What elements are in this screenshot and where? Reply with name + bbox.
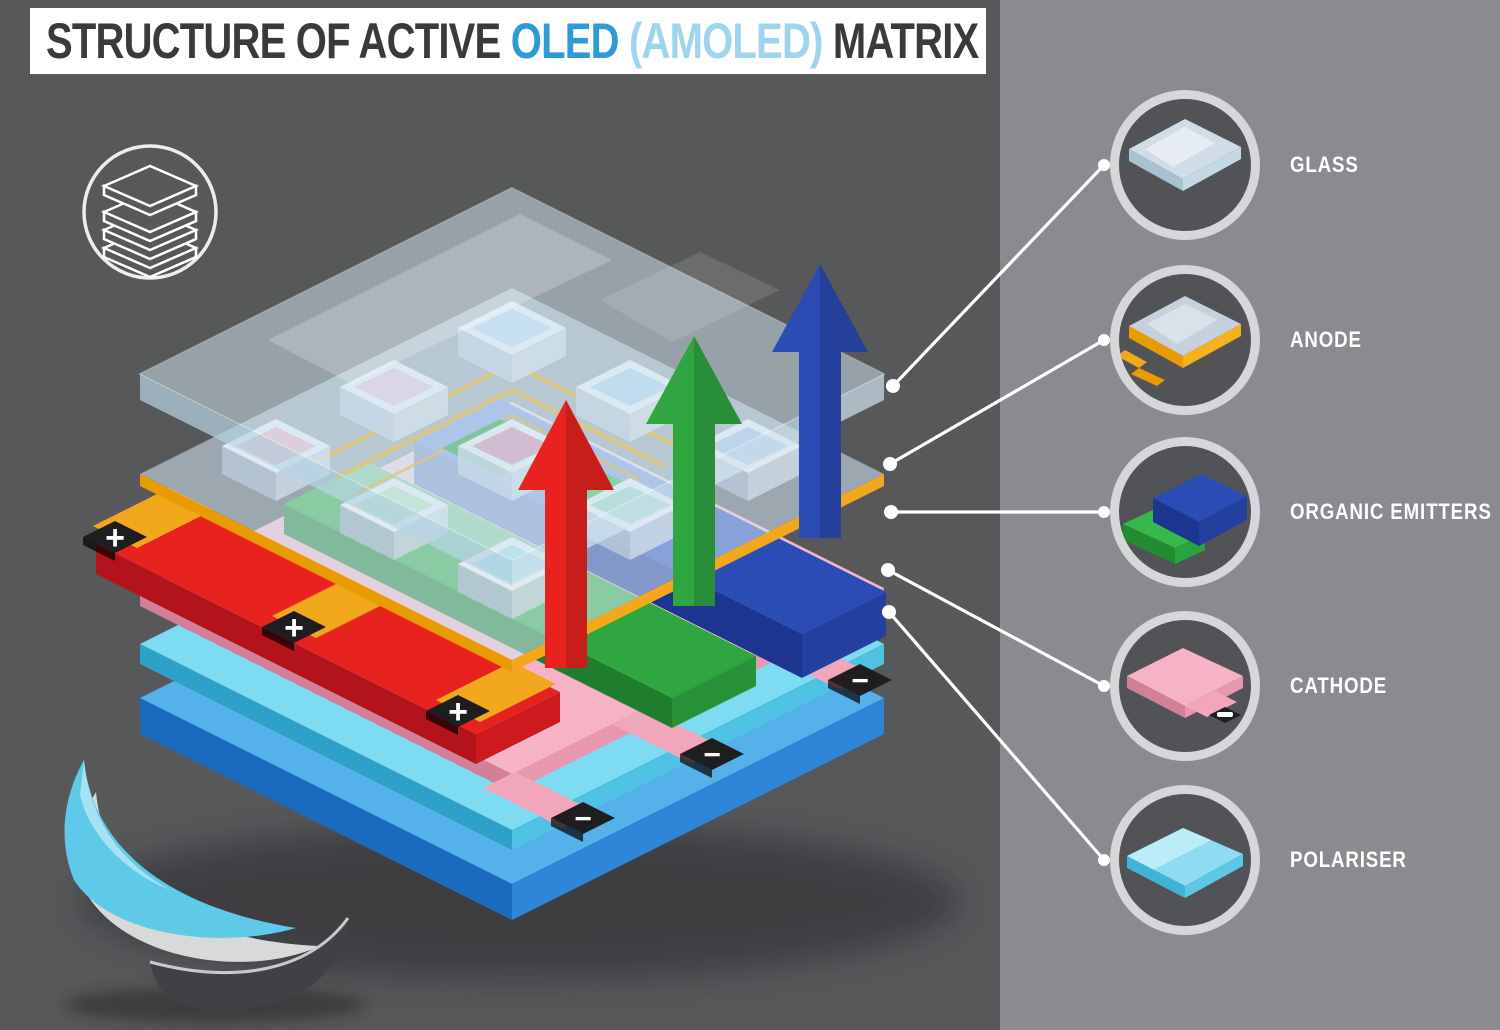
plus-terminal: + <box>426 693 490 735</box>
legend-item-anode: ANODE <box>1110 265 1374 415</box>
minus-terminal: − <box>828 664 892 704</box>
red-emitter-front <box>96 544 476 764</box>
connector-cathode <box>886 568 1106 688</box>
polariser-left-face <box>140 644 512 850</box>
polariser-illustration <box>1127 828 1243 898</box>
blue-light-arrow <box>772 264 868 538</box>
legend-circle-organic-emitters <box>1110 437 1267 587</box>
plus-sign: + <box>105 519 125 557</box>
legend-item-glass: GLASS <box>1110 90 1371 240</box>
legend-item-organic-emitters: ORGANIC EMITTERS <box>1110 437 1500 587</box>
legend-item-cathode: CATHODE <box>1110 611 1404 761</box>
minus-terminal: − <box>680 738 744 778</box>
glass-left-face <box>140 374 512 586</box>
polariser-swoosh-graphic <box>64 760 365 1023</box>
layers-icon <box>82 144 218 280</box>
red-light-arrow <box>518 400 614 668</box>
plus-terminal: + <box>83 519 147 561</box>
connector-polariser <box>887 610 1106 862</box>
plus-terminal: + <box>262 609 326 651</box>
connector-lines <box>886 163 1106 862</box>
swoosh-cyan <box>64 760 296 938</box>
legend-circle-anode <box>1110 265 1267 415</box>
minus-sign: − <box>703 739 721 772</box>
anode-illustration <box>1119 296 1241 386</box>
blue-light-arrow-shade <box>820 264 868 538</box>
green-emitter-end <box>672 656 756 728</box>
plus-sign: + <box>284 609 304 647</box>
minus-sign: − <box>851 665 869 698</box>
substrate-left-face <box>140 698 512 920</box>
organic-emitters-illustration <box>1123 474 1247 564</box>
glass-sheen <box>600 252 780 342</box>
glass-sheen <box>268 214 612 384</box>
anode-left-face <box>140 474 512 672</box>
red-light-arrow-shade <box>566 400 614 668</box>
title-part-oled: OLED <box>510 13 620 69</box>
legend-label-cathode: CATHODE <box>1290 673 1388 698</box>
legend-circle-cathode <box>1110 611 1267 761</box>
swoosh-dark <box>150 918 348 1011</box>
legend-circle-polariser <box>1110 785 1267 935</box>
connector-dots <box>881 159 1110 866</box>
legend-label-anode: ANODE <box>1290 327 1362 352</box>
legend-circle-glass <box>1110 90 1267 240</box>
red-emitter-end <box>476 692 560 764</box>
swoosh-dark-edge <box>149 917 350 975</box>
connector-anode <box>888 338 1106 466</box>
light-arrows <box>518 264 868 668</box>
green-light-arrow-shade <box>694 336 742 606</box>
connector-glass <box>891 163 1106 388</box>
glass-illustration <box>1129 119 1241 191</box>
minus-terminal-mini <box>1217 712 1233 717</box>
minus-sign: − <box>574 803 592 836</box>
substrate-right-face <box>512 698 884 920</box>
minus-terminal: − <box>551 802 615 842</box>
title-part-4: MATRIX <box>822 13 979 69</box>
green-light-arrow <box>646 336 742 606</box>
blue-emitter-end <box>802 592 886 678</box>
legend-label-polariser: POLARISER <box>1290 847 1407 872</box>
title-part-amoled: (AMOLED) <box>618 13 823 69</box>
plus-sign: + <box>448 693 468 731</box>
legend-item-polariser: POLARISER <box>1110 785 1427 935</box>
legend-label-glass: GLASS <box>1290 152 1359 177</box>
title-part-1: STRUCTURE OF ACTIVE <box>46 13 511 69</box>
swoosh-cyan-highlight <box>80 760 170 890</box>
page-title: STRUCTURE OF ACTIVE OLED (AMOLED) MATRIX <box>46 13 979 69</box>
title-bar: STRUCTURE OF ACTIVE OLED (AMOLED) MATRIX <box>30 8 986 74</box>
legend-label-organic-emitters: ORGANIC EMITTERS <box>1290 499 1492 524</box>
cathode-illustration <box>1127 648 1243 723</box>
